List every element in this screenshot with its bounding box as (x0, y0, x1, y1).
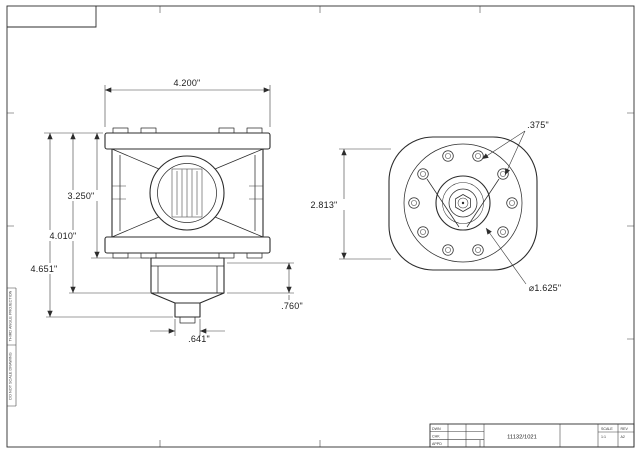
title-block: DWN CHK APPD 11132/1021 SCALE 1:1 REV A2 (429, 423, 635, 448)
side-port-lines (112, 185, 263, 200)
spur-gear-stripes (171, 168, 203, 218)
bolt (417, 168, 429, 180)
titleblock-rev-value: A2 (621, 435, 625, 439)
dim-hub-dia: ⌀1.625" (485, 227, 562, 293)
bolt (442, 244, 454, 256)
pump-body (111, 148, 264, 238)
hex-nut (455, 194, 471, 212)
bolt (497, 226, 509, 238)
bolt (472, 150, 484, 162)
dim-375-label: .375" (527, 120, 549, 130)
dim-hub-height: .760" (227, 262, 303, 311)
dim-dia-label: ⌀1.625" (529, 283, 562, 293)
top-flange (104, 132, 271, 150)
titleblock-row1-label: DWN (432, 427, 441, 431)
mount-block-lines (151, 265, 224, 293)
titleblock-part-number: 11132/1021 (507, 435, 537, 441)
border-note-strip: THIRD ANGLE PROJECTION DO NOT SCALE DRAW… (7, 287, 17, 407)
center-hub (435, 175, 491, 231)
bolt (417, 226, 429, 238)
titleblock-scale-label: SCALE (601, 427, 613, 431)
dim-641-label: .641" (188, 334, 210, 344)
titleblock-rev-label: REV (621, 427, 629, 431)
bottom-flange-bolt-tabs (112, 252, 263, 259)
body-side-ribs (119, 155, 256, 231)
bolt (442, 150, 454, 162)
dim-bolt-size: .375" (481, 120, 549, 176)
titleblock-scale-value: 1:1 (601, 435, 606, 439)
v-ribs (426, 178, 500, 228)
dim-housing-height: 2.813" (302, 148, 391, 260)
bolt-pattern (408, 150, 518, 256)
dim-top-width-label: 4.200" (174, 78, 201, 88)
bottom-flange (104, 236, 271, 254)
dim-top-width: 4.200" (104, 78, 271, 127)
dim-3250-label: 3.250" (68, 191, 95, 201)
dim-left-stack: 3.250" 4.010" 4.651" (23, 132, 173, 318)
titleblock-row3-label: APPD (432, 442, 442, 446)
bolt (408, 197, 420, 209)
corner-box (7, 6, 97, 28)
titleblock-row2-label: CHK (432, 434, 440, 438)
gear-port-inner (157, 163, 217, 223)
mount-block (150, 257, 225, 294)
center-point (461, 201, 465, 205)
border-note-upper: THIRD ANGLE PROJECTION (9, 290, 13, 341)
shaft-taper (150, 292, 225, 304)
dim-2813-label: 2.813" (311, 200, 338, 210)
flange-circle (403, 143, 523, 263)
shaft-tip (179, 316, 196, 324)
dim-4651-label: 4.651" (31, 264, 58, 274)
dim-shaft-dia: .641" (150, 319, 225, 344)
sheet-border: THIRD ANGLE PROJECTION DO NOT SCALE DRAW… (6, 5, 635, 448)
front-view: 2.813" .375" ⌀1.625" (302, 120, 561, 293)
border-note-lower: DO NOT SCALE DRAWING (9, 352, 13, 400)
dim-4010-label: 4.010" (50, 231, 77, 241)
bolt (497, 168, 509, 180)
top-flange-bolt-tabs (112, 127, 263, 134)
gear-port-outer (149, 155, 225, 231)
zone-ticks (7, 6, 634, 447)
housing-outline (388, 136, 538, 271)
bolt (472, 244, 484, 256)
bolt (506, 197, 518, 209)
dim-760-label: .760" (281, 301, 303, 311)
drive-shaft (174, 302, 201, 318)
body-diagonal-ribs (111, 148, 264, 238)
side-view: 4.200" 3.250" 4.010" 4.651" .641" (23, 78, 303, 344)
